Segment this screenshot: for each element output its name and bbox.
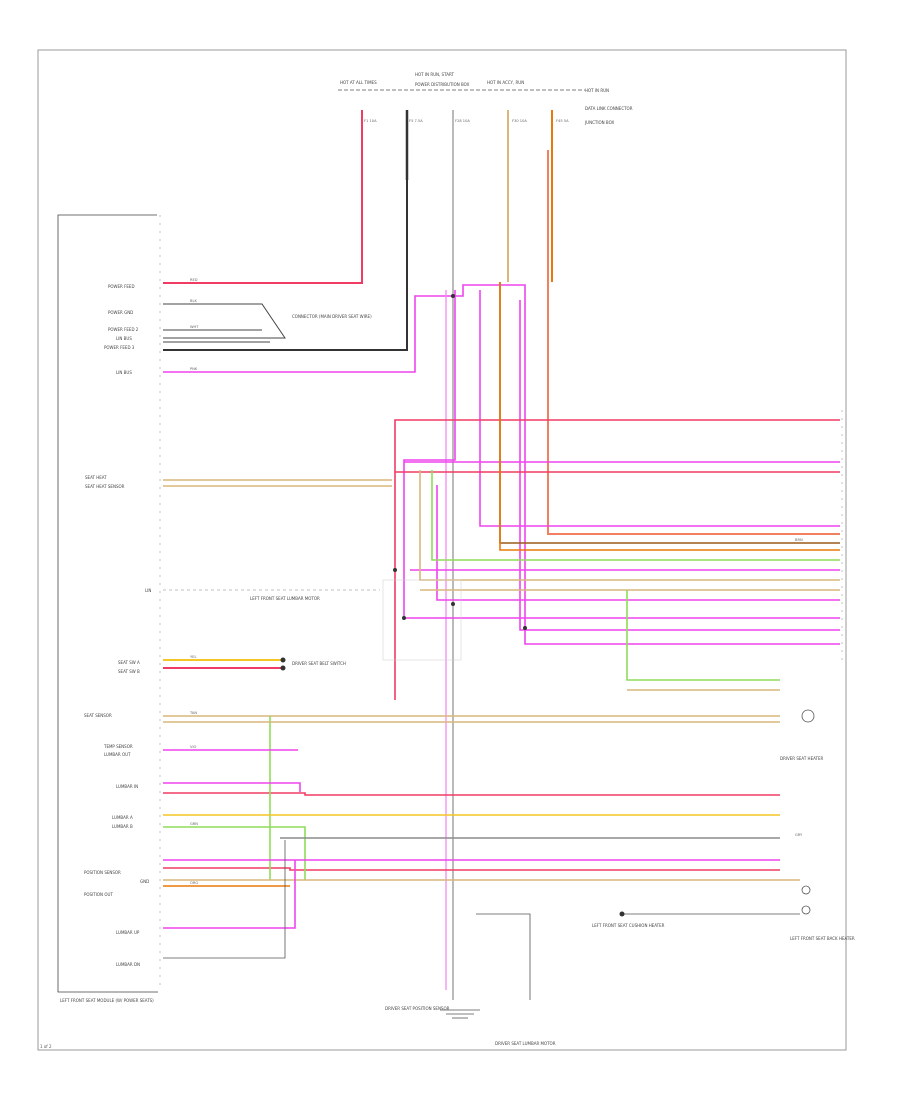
diagram-frame <box>37 49 847 1051</box>
fuse-label: F45 5A <box>556 119 569 123</box>
connector-wires <box>163 303 286 343</box>
red-wires <box>163 419 840 871</box>
lin-box <box>382 579 462 661</box>
pin-label: POWER FEED 2 <box>108 327 139 332</box>
orange-bundle <box>419 282 840 591</box>
pin-label: POSITION SENSOR <box>84 870 121 875</box>
wire-black <box>476 913 531 1000</box>
junction-dots <box>280 294 625 917</box>
wire-tag: ORG <box>190 881 198 885</box>
wire-tag: GRN <box>190 822 198 826</box>
pin-label: LUMBAR IN <box>116 784 138 789</box>
wire-tag: BLK <box>190 299 197 303</box>
wire-red-feed <box>163 110 363 284</box>
wire-tag: PNK <box>190 367 198 371</box>
top-label: HOT IN ACCY, RUN <box>487 80 524 85</box>
right-side-wires <box>163 590 800 1000</box>
pin-label: SEAT HEAT <box>85 475 107 480</box>
component-label: LEFT FRONT SEAT BACK HEATER <box>790 936 855 941</box>
ground-symbol <box>440 1009 480 1019</box>
wire-tag: BRN <box>795 538 803 542</box>
motor-symbol <box>801 709 815 915</box>
fuse-label: F1 10A <box>364 119 377 123</box>
wire-red <box>163 867 780 871</box>
wire-magenta <box>479 290 840 527</box>
left-pin-labels: POWER FEED POWER GND POWER FEED 2 LIN BU… <box>84 284 151 967</box>
wire-magenta <box>519 300 840 631</box>
component-label: LEFT FRONT SEAT LUMBAR MOTOR <box>250 596 320 601</box>
component-label: LEFT FRONT SEAT CUSHION HEATER <box>592 923 665 928</box>
pin-label: LUMBAR UP <box>116 930 140 935</box>
page-number: 1 of 2 <box>40 1044 52 1049</box>
top-feed-wires <box>163 110 840 1000</box>
wire-tag: VIO <box>190 745 197 749</box>
module-title: LEFT FRONT SEAT MODULE (W/ POWER SEATS) <box>60 998 154 1003</box>
fuse-label: F5 7.5A <box>409 119 423 123</box>
wire-tags: RED BLK WHT PNK YEL GRN TAN ORG VIO BRN … <box>189 278 803 885</box>
pin-label: LIN <box>145 588 151 593</box>
wire-green <box>431 470 840 561</box>
top-label: JUNCTION BOX <box>584 120 614 125</box>
pin-label: POWER FEED <box>108 284 135 289</box>
pin-label: SEAT HEAT SENSOR <box>85 484 125 489</box>
wire-tag: YEL <box>190 655 196 659</box>
fuse-labels: F1 10A F5 7.5A F28 10A F30 10A F45 5A <box>364 119 569 123</box>
wire-magenta <box>163 860 296 929</box>
wire-black <box>163 303 286 339</box>
wire-tan <box>419 470 840 581</box>
component-label: DRIVER SEAT HEATER <box>780 756 823 761</box>
wire-red <box>163 792 780 796</box>
wire-brown <box>499 282 840 544</box>
pin-label: TEMP SENSOR <box>103 744 133 749</box>
top-labels: HOT AT ALL TIMES HOT IN RUN, START HOT I… <box>340 72 633 125</box>
top-label: DATA LINK CONNECTOR <box>585 106 633 111</box>
wire-orange <box>499 282 840 551</box>
wire-tag: WHT <box>190 325 199 329</box>
component-label: DRIVER SEAT POSITION SENSOR <box>385 1006 450 1011</box>
top-label: POWER DISTRIBUTION BOX <box>415 82 470 87</box>
component-label: DRIVER SEAT BELT SWITCH <box>292 661 346 666</box>
pin-label: GND <box>140 879 149 884</box>
pin-label: LIN BUS <box>116 370 132 375</box>
fuse-label: F28 10A <box>455 119 470 123</box>
wire-green <box>163 826 306 880</box>
pin-label: LIN BUS <box>116 336 132 341</box>
pin-label: LUMBAR B <box>112 824 133 829</box>
wire-magenta <box>163 284 840 645</box>
wire-magenta <box>436 485 840 601</box>
wire-black-feed <box>163 110 408 351</box>
pin-label: LUMBAR OUT <box>104 752 131 757</box>
top-label: HOT AT ALL TIMES <box>340 80 377 85</box>
top-label: HOT IN RUN, START <box>415 72 454 77</box>
component-label: DRIVER SEAT LUMBAR MOTOR <box>495 1041 556 1046</box>
top-label: HOT IN RUN <box>585 88 609 93</box>
wire-tag: TAN <box>189 711 197 715</box>
pin-label: LUMBAR DN <box>116 962 140 967</box>
pin-label: SEAT SENSOR <box>84 713 112 718</box>
wire-green <box>626 590 780 681</box>
pin-label: POWER GND <box>108 310 133 315</box>
pin-label: SEAT SW A <box>118 660 140 665</box>
wire-tag: GRY <box>795 833 803 837</box>
pin-label: LUMBAR A <box>112 815 133 820</box>
pin-label: POSITION OUT <box>84 892 113 897</box>
pin-label: POWER FEED 3 <box>104 345 135 350</box>
wire-magenta <box>403 290 840 619</box>
wire-orange-red-feed <box>547 150 840 535</box>
switch-wires <box>163 659 285 669</box>
component-label: CONNECTOR (MAIN DRIVER SEAT WIRE) <box>292 314 372 319</box>
left-module-outline <box>57 214 158 993</box>
wire-gray <box>163 840 286 959</box>
magenta-wires <box>163 284 840 990</box>
seat-heat-wires <box>163 479 392 487</box>
fuse-label: F30 10A <box>512 119 527 123</box>
wire-magenta <box>163 782 301 792</box>
wire-tag: RED <box>190 278 198 282</box>
component-labels: CONNECTOR (MAIN DRIVER SEAT WIRE) DRIVER… <box>250 314 855 1046</box>
wire-red <box>394 419 840 700</box>
pin-label: SEAT SW B <box>118 669 140 674</box>
